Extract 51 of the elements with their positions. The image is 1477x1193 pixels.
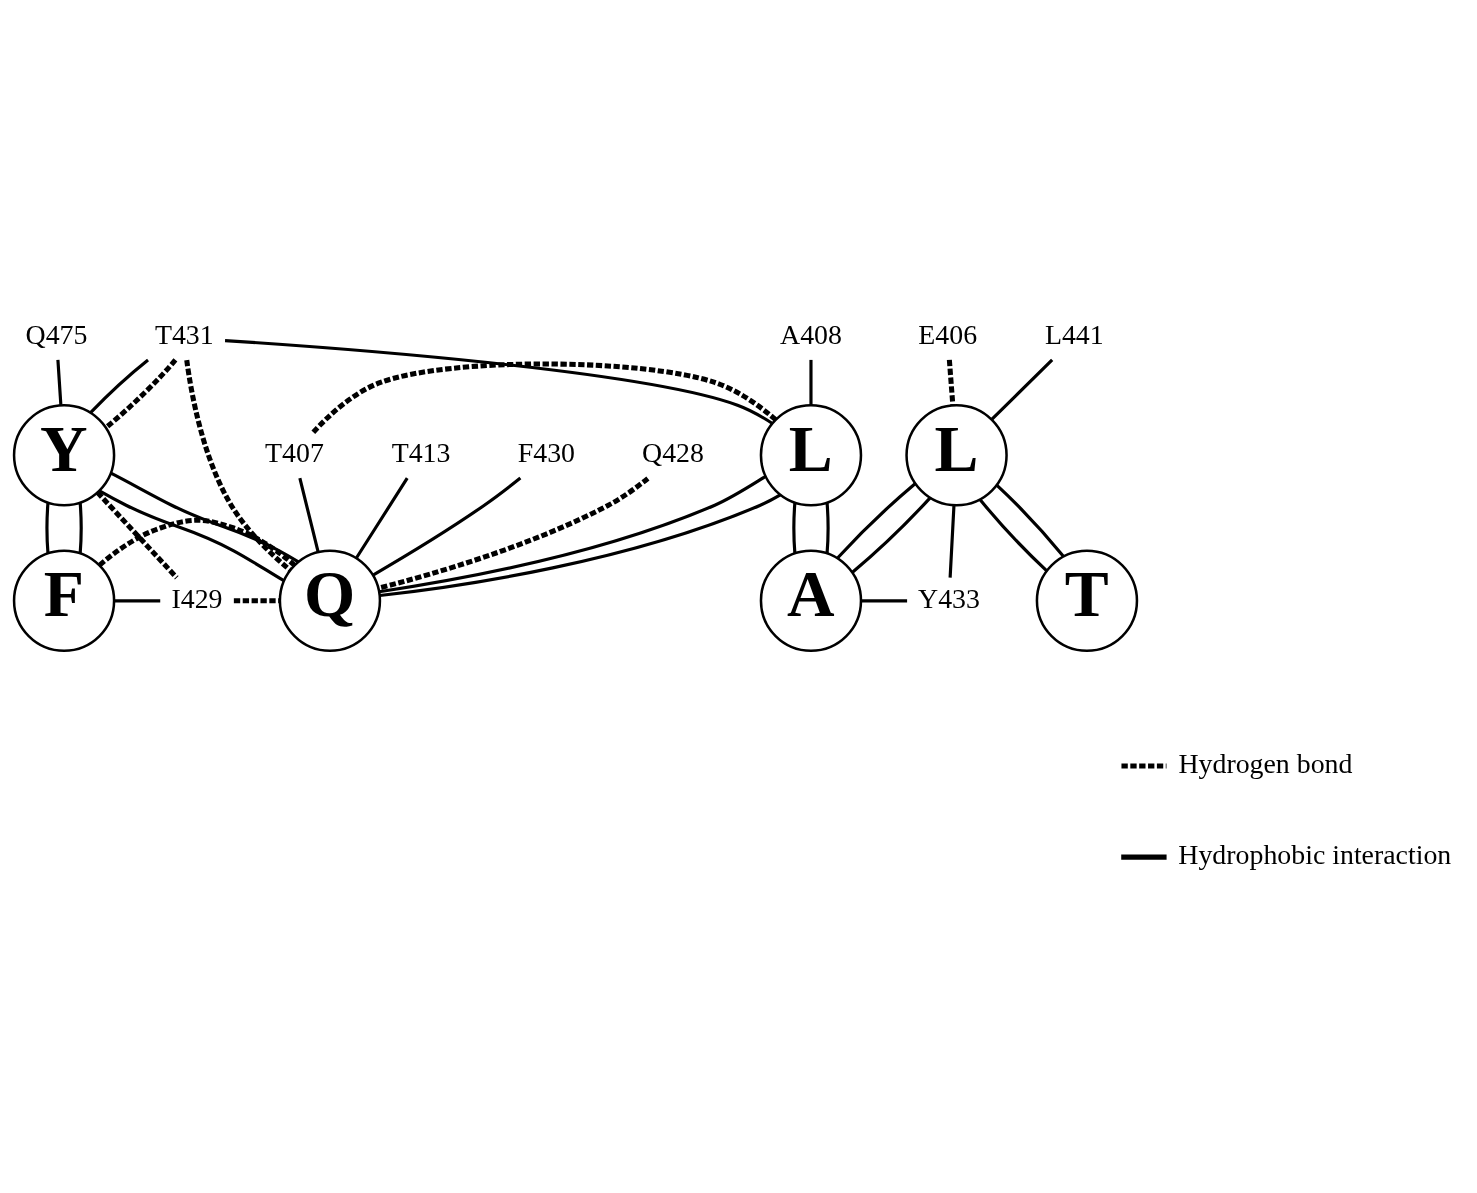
connector bbox=[89, 358, 149, 414]
node-text: Q428 bbox=[642, 436, 704, 468]
connector bbox=[946, 359, 956, 405]
connector bbox=[995, 483, 1065, 557]
connector bbox=[372, 476, 522, 576]
node-text: I429 bbox=[171, 582, 223, 614]
connector bbox=[851, 496, 932, 573]
connector bbox=[98, 489, 285, 582]
connector bbox=[825, 502, 830, 553]
connector bbox=[379, 493, 782, 597]
node-text: F430 bbox=[517, 436, 576, 468]
connector bbox=[378, 475, 650, 591]
connector bbox=[233, 597, 280, 603]
node-circle: T bbox=[1035, 549, 1139, 652]
connector bbox=[184, 359, 292, 572]
node-circle: Y bbox=[12, 403, 116, 506]
connector bbox=[95, 490, 179, 579]
node-text: Q475 bbox=[25, 318, 88, 350]
node-text: T407 bbox=[265, 436, 324, 468]
connector bbox=[355, 476, 409, 559]
node-circle: Q bbox=[278, 549, 382, 652]
connector bbox=[104, 357, 178, 429]
connector bbox=[809, 359, 813, 405]
connector bbox=[978, 498, 1048, 572]
legend-label: Hydrophobic interaction bbox=[1178, 838, 1452, 870]
node-circle: L bbox=[905, 403, 1008, 506]
node-circle: A bbox=[759, 549, 863, 652]
node-circle: L bbox=[759, 403, 863, 506]
connector bbox=[861, 598, 908, 602]
node-text: T431 bbox=[154, 318, 214, 350]
connector bbox=[792, 502, 797, 553]
connector bbox=[45, 502, 50, 553]
connector bbox=[298, 477, 320, 552]
connector bbox=[78, 502, 83, 553]
legend-label: Hydrogen bond bbox=[1178, 747, 1353, 779]
node-text: Y433 bbox=[918, 582, 980, 614]
node-text: L441 bbox=[1044, 318, 1104, 350]
connector bbox=[378, 474, 767, 593]
connector bbox=[97, 517, 297, 567]
node-text: E406 bbox=[918, 318, 978, 350]
node-circle: F bbox=[12, 549, 116, 652]
connector bbox=[224, 338, 773, 425]
connector bbox=[311, 361, 778, 434]
connector bbox=[836, 482, 917, 559]
node-text: T413 bbox=[391, 436, 451, 468]
connector bbox=[948, 504, 956, 578]
connector bbox=[56, 359, 63, 405]
connector bbox=[110, 471, 300, 563]
node-text: A408 bbox=[780, 318, 842, 350]
connector bbox=[990, 358, 1054, 420]
connector bbox=[114, 598, 161, 602]
